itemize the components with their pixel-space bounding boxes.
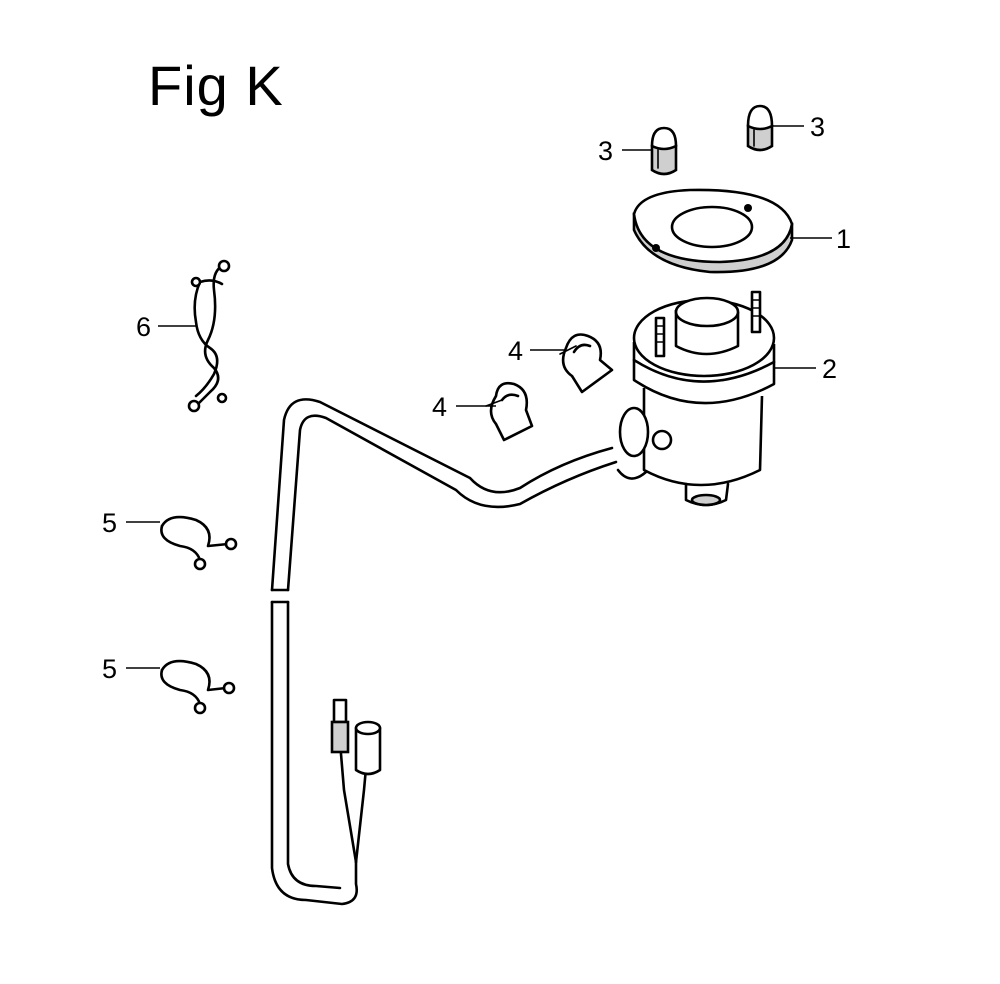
- callout-4-upper: 4: [508, 336, 523, 366]
- callout-4-lower: 4: [432, 392, 447, 422]
- figure-title: Fig K: [148, 54, 284, 117]
- leader-lines: [126, 125, 832, 669]
- callout-3-right: 3: [810, 112, 825, 142]
- gasket-part-1: [632, 188, 794, 274]
- callout-5-lower: 5: [102, 654, 117, 684]
- clamp-part-5-lower: [160, 659, 236, 715]
- callout-3-left: 3: [598, 136, 613, 166]
- clip-part-4-upper: [559, 333, 614, 394]
- switch-body-part-2: [616, 290, 776, 507]
- band-clip-part-6: [187, 259, 231, 413]
- cable-harness: [270, 398, 618, 906]
- cap-part-3-right: [746, 104, 774, 152]
- callout-1: 1: [836, 224, 851, 254]
- callout-6: 6: [136, 312, 151, 342]
- cap-part-3-left: [650, 126, 678, 176]
- callout-5-upper: 5: [102, 508, 117, 538]
- callout-2: 2: [822, 354, 837, 384]
- clamp-part-5-upper: [160, 515, 238, 571]
- clip-part-4-lower: [485, 381, 534, 442]
